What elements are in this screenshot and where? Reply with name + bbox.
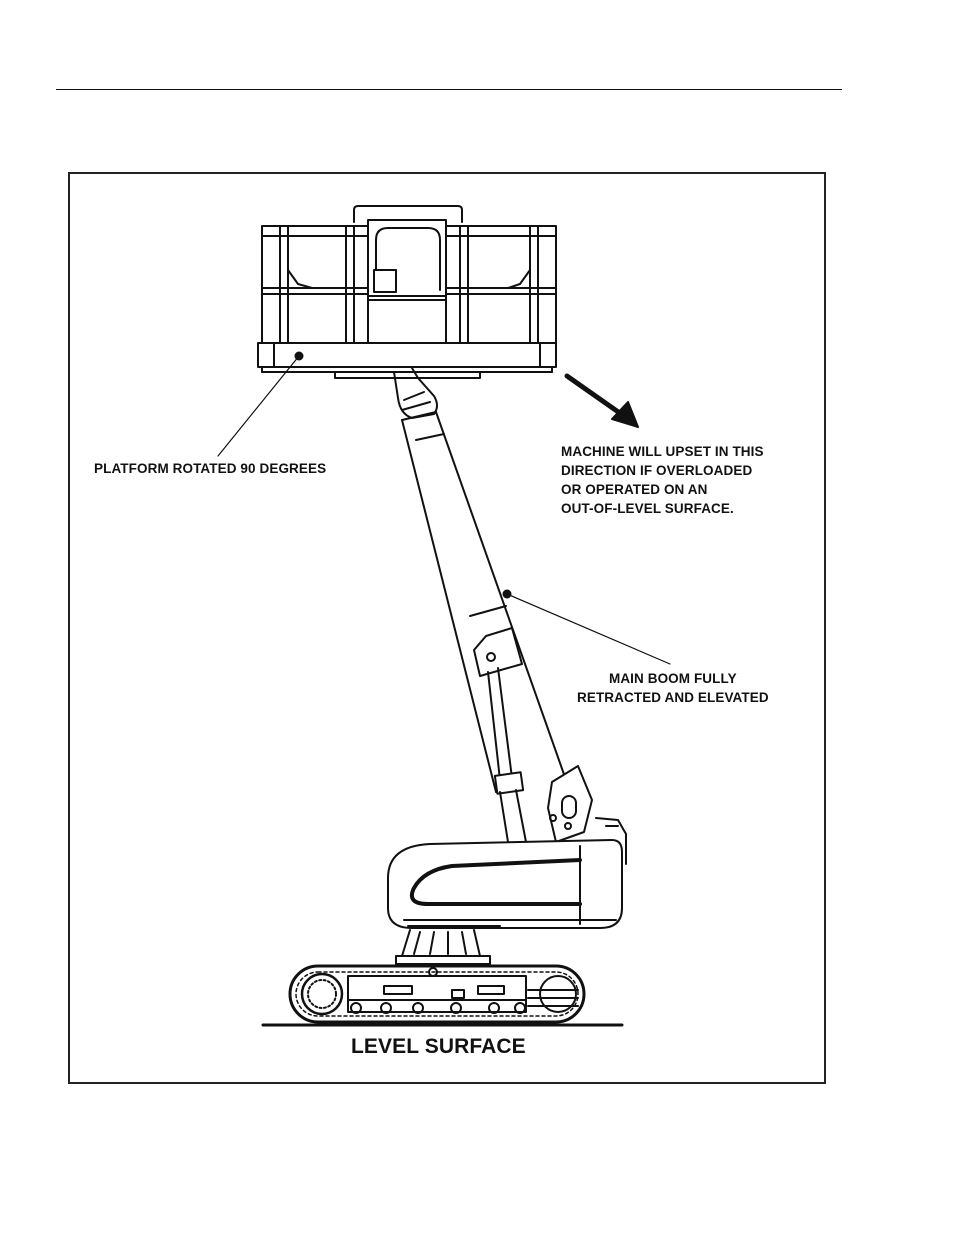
main-boom-label-line: RETRACTED AND ELEVATED xyxy=(577,688,769,707)
upset-warning-label: MACHINE WILL UPSET IN THIS DIRECTION IF … xyxy=(561,442,764,518)
platform-label: PLATFORM ROTATED 90 DEGREES xyxy=(94,459,326,478)
upset-warning-line: MACHINE WILL UPSET IN THIS xyxy=(561,442,764,461)
boom-leader-dot xyxy=(503,590,512,599)
turntable xyxy=(388,840,622,964)
level-surface-label: LEVEL SURFACE xyxy=(351,1034,526,1060)
upset-warning-line: OUT-OF-LEVEL SURFACE. xyxy=(561,499,764,518)
main-boom-label: MAIN BOOM FULLY RETRACTED AND ELEVATED xyxy=(577,669,769,707)
platform-leader-dot xyxy=(295,352,304,361)
upset-warning-line: DIRECTION IF OVERLOADED xyxy=(561,461,764,480)
track-undercarriage xyxy=(290,966,584,1022)
upset-direction-arrow xyxy=(567,376,638,427)
platform xyxy=(258,206,556,378)
main-boom-label-line: MAIN BOOM FULLY xyxy=(577,669,769,688)
upset-warning-line: OR OPERATED ON AN xyxy=(561,480,764,499)
